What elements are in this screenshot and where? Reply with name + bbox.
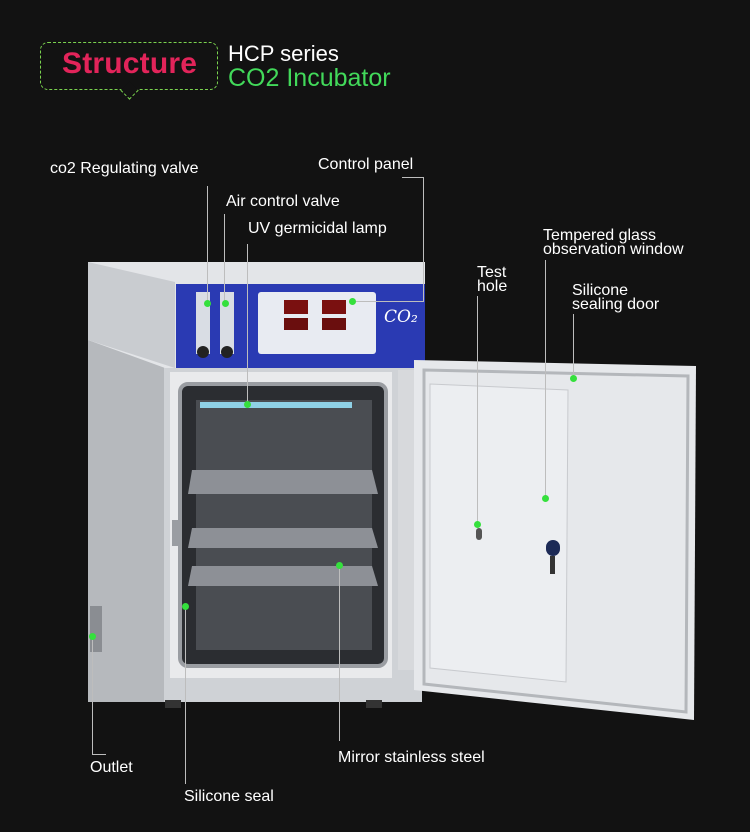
display-2	[322, 300, 346, 314]
marker-uv-lamp	[244, 401, 251, 408]
marker-co2-valve	[204, 300, 211, 307]
display-3	[284, 318, 308, 330]
co2-logo: CO₂	[384, 307, 418, 327]
leader-tempered-glass	[545, 260, 546, 498]
marker-silicone-door	[570, 375, 577, 382]
marker-silicone-seal	[182, 603, 189, 610]
hinge-strip	[398, 370, 414, 670]
leader-control-panel-h2	[352, 301, 424, 302]
leader-air-valve	[224, 214, 225, 302]
outlet-vent	[90, 606, 102, 652]
leader-outlet-h	[92, 754, 106, 755]
top-housing-side	[88, 262, 175, 368]
label-silicone-door-line2: sealing door	[572, 296, 660, 313]
marker-air-valve	[222, 300, 229, 307]
marker-control-panel	[349, 298, 356, 305]
leader-outlet-v	[92, 636, 93, 754]
chamber-interior	[196, 400, 372, 650]
label-test-hole-line1: Test	[477, 264, 507, 281]
leader-control-panel-v	[423, 177, 424, 301]
display-1	[284, 300, 308, 314]
page-title: Structure	[62, 47, 198, 80]
label-tempered-glass: Tempered glass observation window	[543, 227, 684, 258]
marker-tempered-glass	[542, 495, 549, 502]
product-name: CO2 Incubator	[228, 64, 391, 92]
shelf-3	[188, 566, 378, 586]
label-control-panel: Control panel	[318, 156, 414, 173]
marker-mirror-steel	[336, 562, 343, 569]
leader-mirror-steel	[339, 565, 340, 741]
leader-co2-valve	[207, 186, 208, 303]
label-co2-valve: co2 Regulating valve	[50, 160, 199, 177]
label-air-valve: Air control valve	[226, 193, 340, 210]
leader-test-hole	[477, 296, 478, 524]
label-uv-lamp: UV germicidal lamp	[248, 220, 387, 237]
door-seal	[422, 368, 690, 714]
label-test-hole: Test hole	[477, 264, 508, 295]
flowmeter-2	[220, 292, 234, 354]
door-latch	[172, 520, 180, 546]
series-name: HCP series	[228, 41, 339, 66]
label-tempered-glass-line1: Tempered glass	[543, 227, 656, 244]
valve-knob-1	[197, 346, 209, 358]
label-outlet: Outlet	[90, 759, 133, 776]
marker-outlet	[89, 633, 96, 640]
leader-uv-lamp	[247, 244, 248, 404]
shelf-1	[188, 470, 378, 494]
marker-test-hole	[474, 521, 481, 528]
door-handle-bar	[550, 556, 555, 574]
valve-knob-2	[221, 346, 233, 358]
label-mirror-steel: Mirror stainless steel	[338, 749, 485, 766]
label-tempered-glass-line2: observation window	[543, 241, 684, 258]
leader-control-panel-h	[402, 177, 424, 178]
test-hole	[476, 528, 482, 540]
foot-2	[366, 700, 382, 708]
label-silicone-door-line1: Silicone	[572, 282, 629, 299]
foot-1	[165, 700, 181, 708]
label-silicone-door: Silicone sealing door	[572, 282, 660, 313]
door-handle	[546, 540, 560, 556]
header-badge	[40, 42, 218, 90]
label-silicone-seal: Silicone seal	[184, 788, 274, 805]
flowmeter-1	[196, 292, 210, 354]
shelf-2	[188, 528, 378, 548]
glass-window	[429, 383, 569, 683]
leader-silicone-seal	[185, 606, 186, 784]
label-test-hole-line2: hole	[477, 278, 508, 295]
display-4	[322, 318, 346, 330]
leader-silicone-door	[573, 314, 574, 378]
